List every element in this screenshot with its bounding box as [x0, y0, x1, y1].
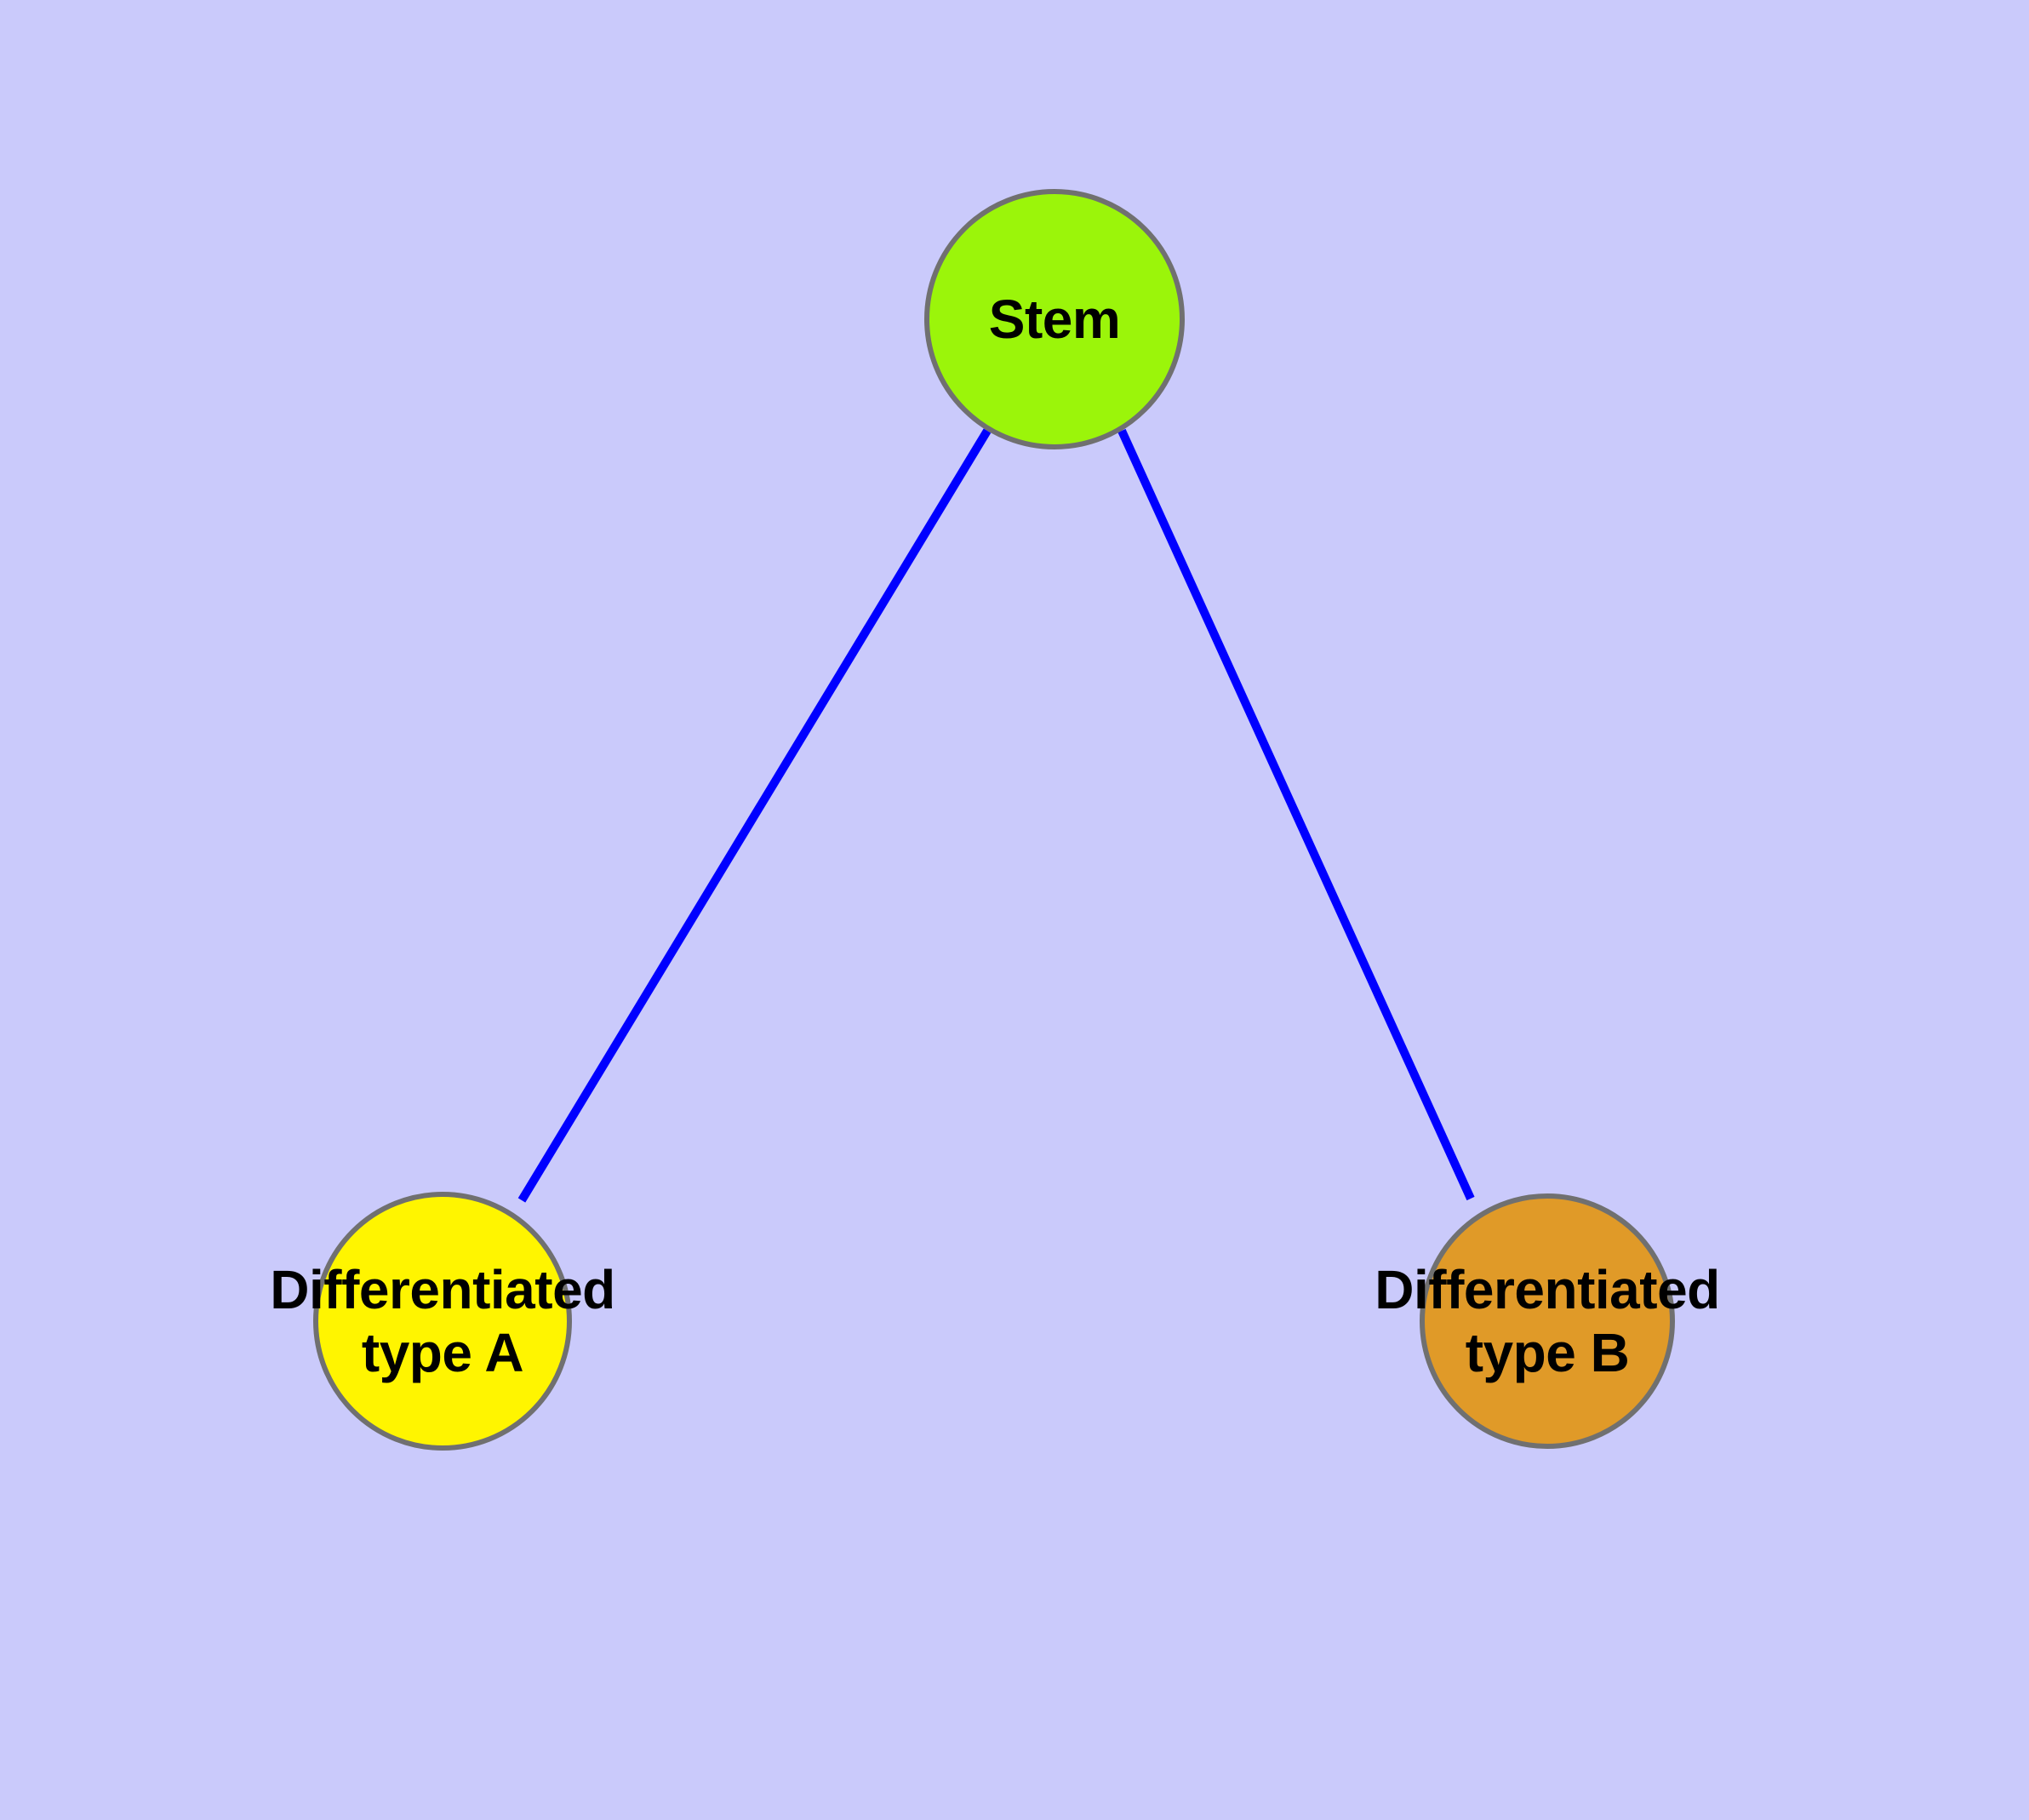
node-label-line-1: Differentiated: [270, 1259, 615, 1320]
node-stem[interactable]: [924, 189, 1185, 449]
node-label-stem: Stem: [988, 289, 1121, 350]
node-label-line-2: type B: [1465, 1322, 1630, 1384]
node-label-line-1: Differentiated: [1375, 1259, 1720, 1320]
edge-stem-to-differentiated-type-b: [1117, 428, 1475, 1201]
node-label-differentiated-type-b: Differentiated type B: [1207, 1258, 1888, 1384]
edge-stem-to-differentiated-type-a: [517, 428, 992, 1203]
node-label-differentiated-type-a: Differentiated type A: [102, 1258, 783, 1384]
node-label-line-2: type A: [361, 1322, 524, 1384]
node-differentiated-type-a[interactable]: [313, 1192, 572, 1451]
node-differentiated-type-b[interactable]: [1420, 1193, 1675, 1449]
